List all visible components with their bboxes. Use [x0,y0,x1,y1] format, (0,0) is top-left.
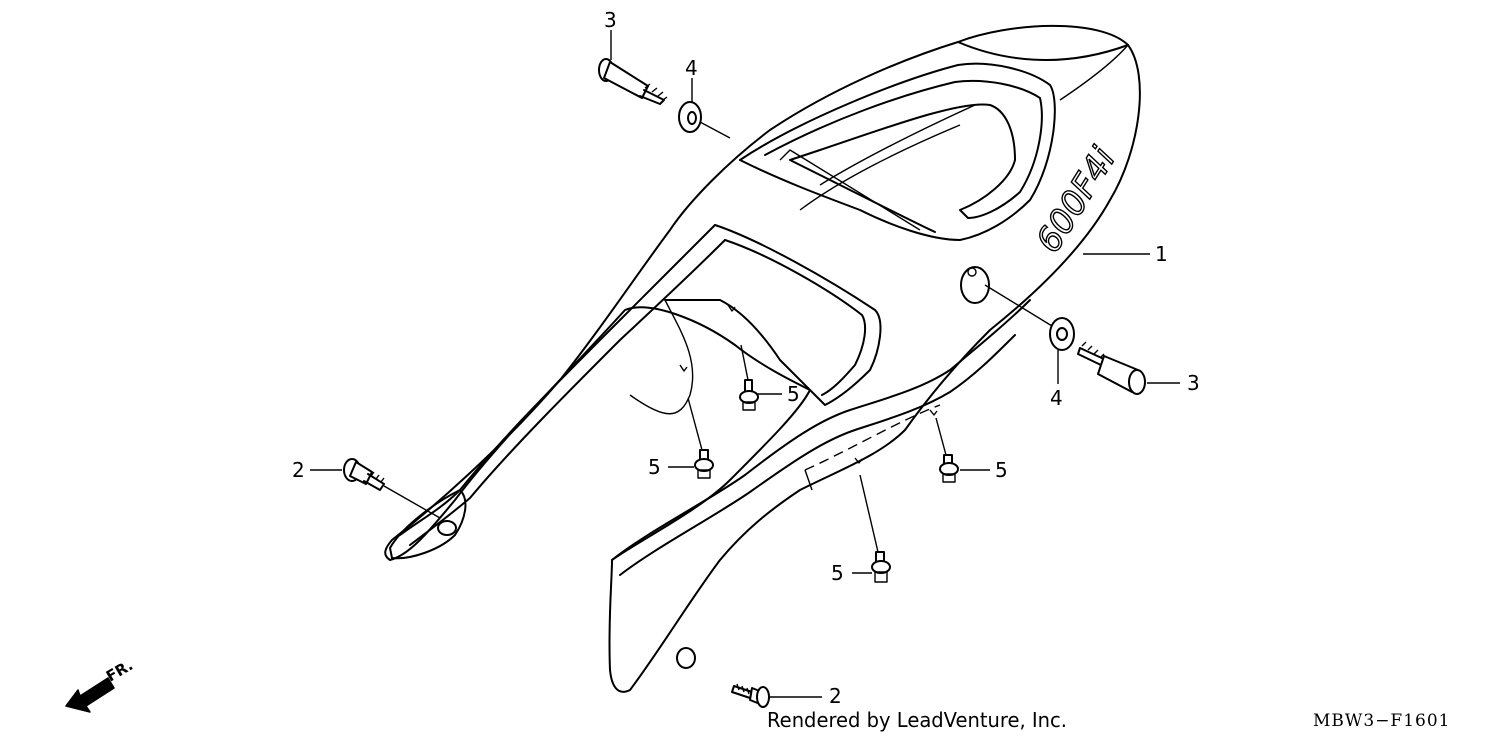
callout-2-left: 2 [292,458,305,482]
rear-cowl: 600F4i [384,24,1141,693]
clip-b [687,397,714,479]
callout-5-c: 5 [995,458,1008,482]
callout-1: 1 [1155,242,1168,266]
diagram-code: MBW3−F1601 [1313,711,1451,731]
bolt-bottom [731,683,770,708]
callout-5-b: 5 [648,455,661,479]
credit-text: Rendered by LeadVenture, Inc. [767,708,1067,732]
bolt-top [598,58,668,105]
callout-5-a: 5 [787,382,800,406]
washer-right [984,284,1075,351]
callout-4-right: 4 [1050,386,1063,410]
clip-d [859,474,891,583]
callout-4-top: 4 [685,56,698,80]
callout-3-top: 3 [604,8,617,32]
bolt-left [343,458,441,519]
callout-3-right: 3 [1187,371,1200,395]
front-arrow-icon: FR. [65,656,136,713]
bolt-right [1077,341,1146,395]
clip-c [935,417,959,483]
callout-2-bottom: 2 [829,684,842,708]
callout-5-d: 5 [831,561,844,585]
clip-a [739,344,759,411]
washer-top [678,101,731,139]
